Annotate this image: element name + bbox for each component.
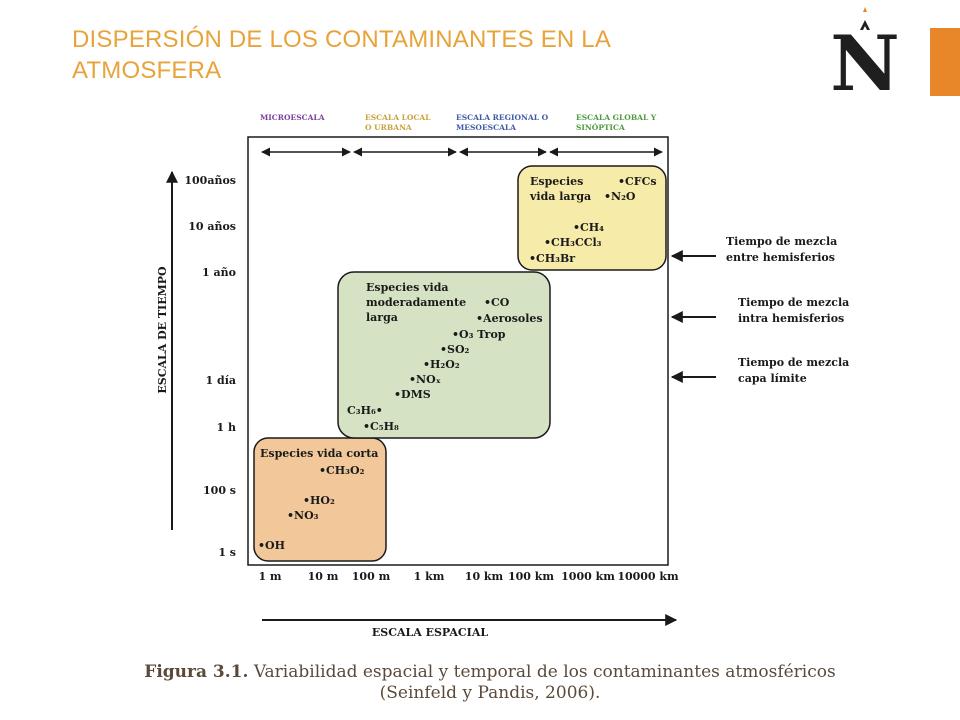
box-long-title-2: vida larga <box>529 190 591 203</box>
y-tick: 100 s <box>203 484 236 497</box>
logo-accent-bar <box>930 28 960 96</box>
species-label: •Aerosoles <box>476 312 543 325</box>
y-axis-label: ESCALA DE TIEMPO <box>156 266 169 394</box>
box-moderate-title: Especies vida <box>366 281 449 294</box>
species-label: •N₂O <box>604 190 636 203</box>
species-label: •CH₃Br <box>529 252 575 265</box>
logo-n-icon: N <box>830 7 900 94</box>
species-label: •NO₃ <box>287 509 319 522</box>
species-label: •CFCs <box>618 175 657 188</box>
species-label: •CH₄ <box>573 221 604 234</box>
y-tick: 1 h <box>217 421 236 434</box>
scale-header-local-2: O URBANA <box>365 123 412 132</box>
caption-line-1: Figura 3.1. Variabilidad espacial y temp… <box>140 662 840 683</box>
species-label: •NOₓ <box>409 373 441 386</box>
x-tick: 10 m <box>308 570 339 583</box>
box-short-title: Especies vida corta <box>260 447 378 460</box>
y-tick: 10 años <box>188 220 236 233</box>
mixing-label-2: entre hemisferios <box>726 251 835 264</box>
mixing-label-2: intra hemisferios <box>738 312 844 325</box>
caption-label: Figura 3.1. <box>144 662 249 682</box>
mixing-label: Tiempo de mezcla <box>738 356 849 369</box>
plot-frame <box>247 136 669 566</box>
box-long-lived: Especies vida larga •CFCs •N₂O •CH₄ •CH₃… <box>517 165 667 271</box>
scale-header-local: ESCALA LOCAL <box>365 113 431 122</box>
y-tick: 1 día <box>206 374 236 387</box>
slide-title: DISPERSIÓN DE LOS CONTAMINANTES EN LA AT… <box>72 26 610 84</box>
y-tick: 1 año <box>202 266 236 279</box>
scale-header-regional: ESCALA REGIONAL O <box>456 113 549 122</box>
mixing-label: Tiempo de mezcla <box>726 235 837 248</box>
species-label: •CO <box>484 296 510 309</box>
x-tick: 1 km <box>414 570 445 583</box>
species-label: •CH₃CCl₃ <box>544 236 602 249</box>
x-tick: 100 km <box>508 570 554 583</box>
species-label: •H₂O₂ <box>423 358 460 371</box>
species-label: •SO₂ <box>440 343 470 356</box>
y-tick: 1 s <box>218 546 236 559</box>
species-label: •DMS <box>394 388 431 401</box>
species-label: •O₃ Trop <box>452 328 506 341</box>
y-tick: 100años <box>184 174 236 187</box>
species-label: •CH₃O₂ <box>319 464 365 477</box>
x-axis-label: ESCALA ESPACIAL <box>372 626 488 639</box>
species-label: •HO₂ <box>303 494 335 507</box>
x-tick: 1 m <box>258 570 281 583</box>
scale-header-global-2: SINÓPTICA <box>576 123 625 132</box>
figure-caption: Figura 3.1. Variabilidad espacial y temp… <box>140 662 840 704</box>
caption-text: Variabilidad espacial y temporal de los … <box>253 662 836 682</box>
x-tick: 10000 km <box>617 570 679 583</box>
box-long-title: Especies <box>530 175 583 188</box>
caption-line-2: (Seinfeld y Pandis, 2006). <box>379 683 601 703</box>
scale-header-regional-2: MESOESCALA <box>456 123 516 132</box>
x-tick: 100 m <box>352 570 391 583</box>
mixing-label-2: capa límite <box>738 372 807 385</box>
species-label: •C₅H₈ <box>363 420 399 433</box>
species-label: •OH <box>258 539 285 552</box>
scale-header-micro: MICROESCALA <box>260 113 325 122</box>
scale-header-global: ESCALA GLOBAL Y <box>576 113 657 122</box>
x-tick: 10 km <box>465 570 504 583</box>
mixing-label: Tiempo de mezcla <box>738 296 849 309</box>
box-short-lived: Especies vida corta •CH₃O₂ •HO₂ •NO₃ •OH <box>253 437 387 562</box>
svg-text:N: N <box>830 19 899 94</box>
x-tick: 1000 km <box>561 570 615 583</box>
box-moderate-title-3: larga <box>366 311 398 324</box>
species-label: C₃H₆• <box>347 404 383 417</box>
box-moderate-title-2: moderadamente <box>366 296 466 309</box>
logo: N <box>830 7 900 94</box>
box-moderate-lived: Especies vida moderadamente larga •CO •A… <box>337 271 551 439</box>
